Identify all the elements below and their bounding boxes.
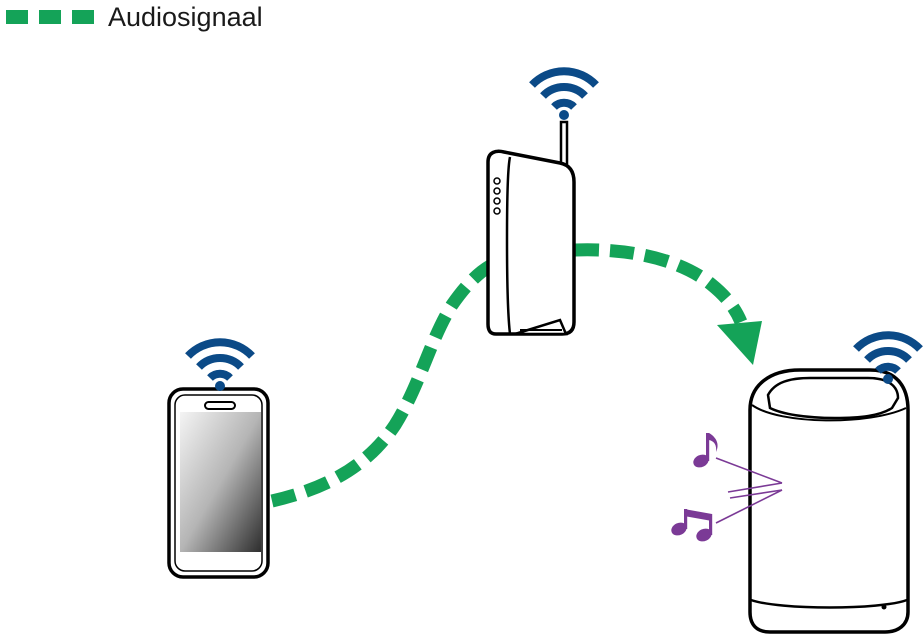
audio-signal-path-router-to-speaker (574, 243, 747, 325)
audio-signal-arrowhead (717, 321, 762, 365)
speaker-wifi-icon (853, 331, 923, 384)
smartphone-icon (167, 387, 270, 579)
router-wifi-icon (529, 67, 599, 120)
phone-wifi-icon (185, 338, 255, 391)
legend-dashed-line-swatch (6, 10, 94, 24)
music-note-double-icon (671, 509, 713, 542)
legend-label: Audiosignaal (108, 2, 263, 32)
music-note-icon (693, 433, 718, 468)
audio-signal-path-phone-to-router (270, 260, 494, 508)
router-icon (486, 120, 576, 336)
sound-wave-lines (715, 457, 783, 524)
legend: Audiosignaal (6, 2, 263, 32)
speaker-icon (748, 368, 910, 634)
